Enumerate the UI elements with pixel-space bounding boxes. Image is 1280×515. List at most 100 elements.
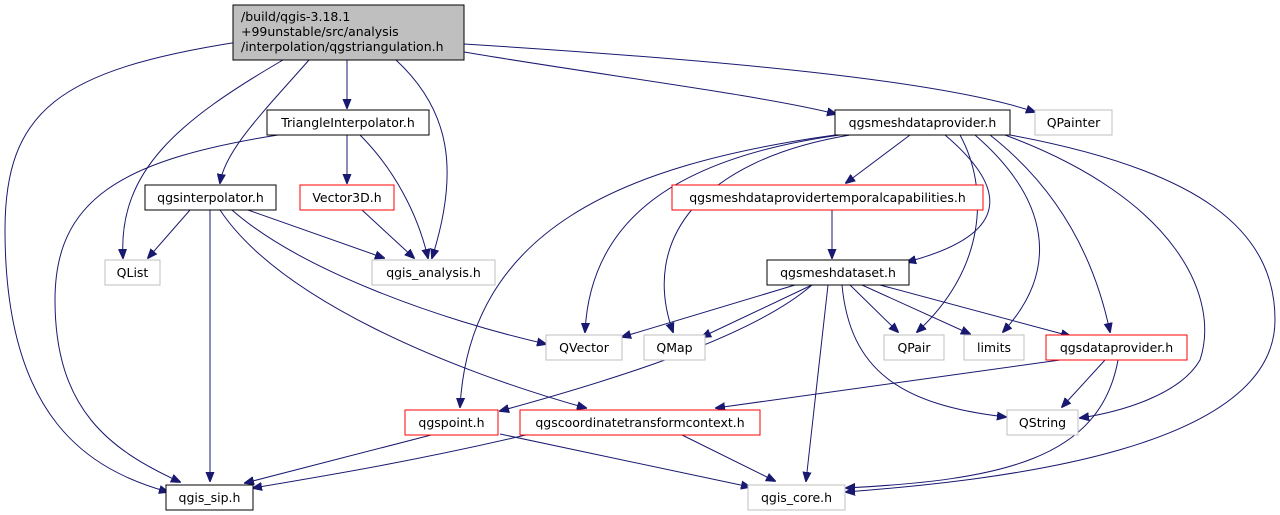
node-triangleinterpolator[interactable]: TriangleInterpolator.h: [266, 109, 430, 136]
node-box: [643, 334, 706, 361]
node-qgscoordinatetransformcontext[interactable]: qgscoordinatetransformcontext.h: [519, 409, 761, 436]
edge-qgsdataprovider-to-qgscoordinatetransformcontext: [716, 359, 1061, 408]
edge-triangleinterpolator-to-qgis_sip: [54, 134, 279, 482]
node-label: qgsmeshdataprovider.h: [849, 115, 997, 130]
node-label: QPair: [897, 340, 931, 355]
node-qmap: QMap: [643, 334, 706, 361]
node-box: [104, 259, 161, 286]
node-qvector: QVector: [545, 334, 623, 361]
node-label: qgscoordinatetransformcontext.h: [535, 415, 744, 430]
node-box: [963, 334, 1025, 361]
edge-qgsmeshdataprovider-to-temporalcapabilities: [846, 134, 911, 183]
edge-qgspoint-to-qgis_sip: [245, 433, 436, 483]
node-qgsmeshdataset[interactable]: qgsmeshdataset.h: [766, 259, 910, 286]
edge-qgscoordinatetransformcontext-to-qgis_core: [679, 433, 775, 481]
node-box: [404, 409, 499, 436]
node-qpair: QPair: [883, 334, 945, 361]
node-label: qgis_analysis.h: [386, 265, 481, 280]
edge-qgsmeshdataprovider-to-qstring: [1004, 134, 1206, 418]
node-box: [519, 409, 761, 436]
graph-edges: [4, 41, 1276, 492]
node-label: QMap: [656, 340, 692, 355]
node-qgspoint[interactable]: qgspoint.h: [404, 409, 499, 436]
node-limits: limits: [963, 334, 1025, 361]
edge-root-to-qgsinterpolator: [220, 59, 310, 183]
node-box: [883, 334, 945, 361]
node-label: qgsinterpolator.h: [157, 190, 264, 205]
node-label: qgsmeshdataprovidertemporalcapabilities.…: [689, 190, 966, 205]
edge-triangleinterpolator-to-qgis_analysis: [359, 134, 428, 258]
node-root[interactable]: /build/qgis-3.18.1+99unstable/src/analys…: [232, 4, 465, 61]
edge-qgsmeshdataprovider-to-qpair: [917, 134, 979, 332]
edge-qgsmeshdataset-to-qmap: [702, 284, 813, 337]
edge-root-to-qgis_analysis: [395, 59, 448, 258]
edge-qgsinterpolator-to-qgis_analysis: [247, 209, 384, 258]
node-label: Vector3D.h: [312, 190, 381, 205]
node-box: [165, 484, 254, 511]
node-qstring: QString: [1006, 409, 1079, 436]
node-box: [747, 484, 846, 511]
edge-qgsmeshdataset-to-qvector: [622, 284, 796, 337]
node-label: qgsdataprovider.h: [1060, 340, 1173, 355]
node-vector3d[interactable]: Vector3D.h: [299, 184, 395, 211]
node-box: [834, 109, 1011, 136]
node-qgsdataprovider[interactable]: qgsdataprovider.h: [1045, 334, 1188, 361]
edge-root-to-qpainter: [463, 43, 1035, 112]
edge-qgsmeshdataset-to-qpair: [849, 284, 898, 332]
edge-qgspoint-to-qgis_core: [499, 433, 750, 487]
node-box: [232, 4, 465, 61]
node-box: [671, 184, 984, 211]
edge-qgsmeshdataprovider-to-limits: [974, 134, 1041, 332]
node-qgsmeshdataprovider[interactable]: qgsmeshdataprovider.h: [834, 109, 1011, 136]
node-box: [1034, 109, 1113, 136]
node-box: [766, 259, 910, 286]
node-qpainter: QPainter: [1034, 109, 1113, 136]
edge-qgsmeshdataprovider-to-qvector: [585, 134, 841, 332]
edge-root-to-qlist: [123, 59, 284, 258]
node-qgis_core: qgis_core.h: [747, 484, 846, 511]
node-label: qgspoint.h: [418, 415, 484, 430]
node-qgsinterpolator[interactable]: qgsinterpolator.h: [144, 184, 277, 211]
node-box: [144, 184, 277, 211]
node-label: +99unstable/src/analysis: [241, 24, 399, 39]
node-box: [266, 109, 430, 136]
node-label: QList: [117, 265, 149, 280]
edge-qgsinterpolator-to-qvector: [231, 209, 546, 344]
edge-qgsmeshdataset-to-qstring: [841, 284, 1006, 417]
node-qgsmeshdataprovidertemporalcapabilities[interactable]: qgsmeshdataprovidertemporalcapabilities.…: [671, 184, 984, 211]
node-box: [1045, 334, 1188, 361]
node-qgis_analysis: qgis_analysis.h: [371, 259, 496, 286]
node-box: [371, 259, 496, 286]
edge-qgsmeshdataprovider-to-qgsmeshdataset: [907, 134, 991, 262]
node-label: qgis_sip.h: [179, 490, 241, 505]
edge-vector3d-to-qgis_analysis: [361, 209, 414, 258]
node-label: QVector: [559, 340, 610, 355]
edge-qgsinterpolator-to-qgscoordinatetransformcontext: [219, 209, 586, 408]
edge-root-to-qgsmeshdataprovider: [463, 51, 836, 114]
node-qlist: QList: [104, 259, 161, 286]
node-label: /interpolation/qgstriangulation.h: [241, 39, 444, 54]
edge-qgsmeshdataprovider-to-qgis_core: [846, 134, 1276, 492]
edge-qgsmeshdataset-to-limits: [861, 284, 970, 334]
edge-qgsdataprovider-to-qgis_core: [846, 359, 1119, 488]
edge-qgsinterpolator-to-qlist: [148, 209, 191, 258]
edge-qgsmeshdataprovider-to-qmap: [663, 134, 851, 332]
node-label: QString: [1019, 415, 1066, 430]
edge-qgsmeshdataprovider-to-qgsdataprovider: [989, 134, 1110, 332]
node-label: TriangleInterpolator.h: [280, 115, 415, 130]
node-box: [299, 184, 395, 211]
node-label: qgis_core.h: [761, 490, 832, 505]
node-label: limits: [977, 340, 1011, 355]
node-box: [1006, 409, 1079, 436]
node-label: qgsmeshdataset.h: [780, 265, 896, 280]
edge-qgsmeshdataset-to-qgsdataprovider: [879, 284, 1070, 336]
node-qgis_sip[interactable]: qgis_sip.h: [165, 484, 254, 511]
edge-qgsdataprovider-to-qstring: [1062, 359, 1106, 407]
edge-qgsmeshdataprovider-to-qgspoint: [460, 134, 836, 407]
edge-qgscoordinatetransformcontext-to-qgis_sip: [253, 433, 531, 488]
graph-nodes: /build/qgis-3.18.1+99unstable/src/analys…: [104, 4, 1188, 511]
edge-qgsmeshdataset-to-qgis_core: [806, 284, 829, 481]
node-label: QPainter: [1047, 115, 1101, 130]
node-label: /build/qgis-3.18.1: [241, 9, 350, 24]
